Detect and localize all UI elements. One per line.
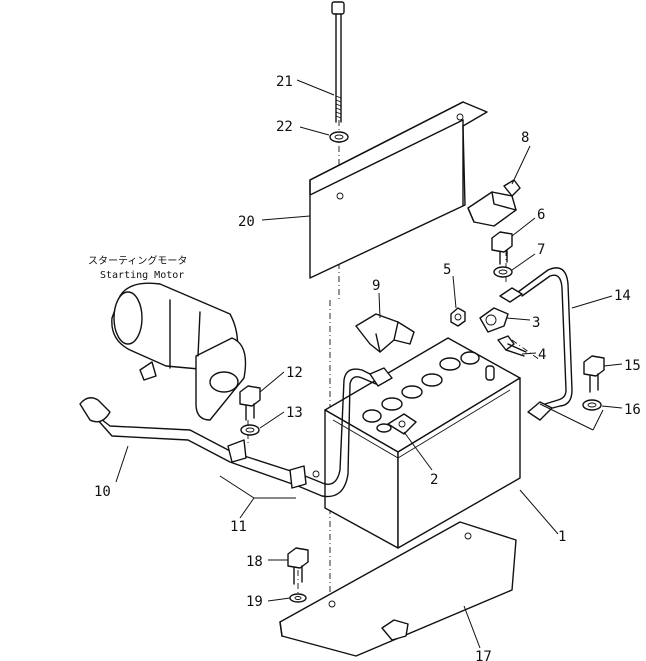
callout-2: 2 <box>430 472 438 488</box>
washer-top <box>329 131 349 143</box>
terminal-cover-8 <box>467 179 521 227</box>
callout-6: 6 <box>537 207 545 223</box>
battery-1 <box>324 337 521 549</box>
callout-3: 3 <box>532 315 540 331</box>
washer-19 <box>289 593 307 603</box>
callout-5: 5 <box>443 262 451 278</box>
bracket-plate <box>309 101 488 279</box>
leader-lines <box>115 79 623 649</box>
washer-16 <box>582 399 602 411</box>
callout-22: 22 <box>276 119 293 135</box>
callout-10: 10 <box>94 484 111 500</box>
terminal-clamp-3 <box>479 307 509 333</box>
callout-16: 16 <box>624 402 641 418</box>
caption-japanese: スターティングモータ <box>88 254 187 267</box>
washer-7 <box>493 266 513 278</box>
base-plate-17 <box>279 521 517 657</box>
callout-14: 14 <box>614 288 631 304</box>
bolt-12 <box>239 385 261 421</box>
bolt-18 <box>287 547 309 585</box>
callout-12: 12 <box>286 365 303 381</box>
bolt-15 <box>583 355 605 393</box>
nut-5 <box>450 307 466 327</box>
callout-7: 7 <box>537 242 545 258</box>
callout-21: 21 <box>276 74 293 90</box>
long-bolt <box>331 1 345 123</box>
callout-20: 20 <box>238 214 255 230</box>
callout-11: 11 <box>230 519 247 535</box>
terminal-cover-9 <box>355 313 415 353</box>
washer-13 <box>240 424 260 436</box>
terminal-clamp-2 <box>387 413 417 435</box>
bolt-6 <box>491 231 513 265</box>
callout-4: 4 <box>538 347 546 363</box>
callout-8: 8 <box>521 130 529 146</box>
bolt-4 <box>497 335 527 357</box>
callout-9: 9 <box>372 278 380 294</box>
callout-15: 15 <box>624 358 641 374</box>
callout-1: 1 <box>558 529 566 545</box>
callout-17: 17 <box>475 649 492 661</box>
caption-english: Starting Motor <box>100 270 184 281</box>
starter-cable-10 <box>79 367 393 498</box>
callout-18: 18 <box>246 554 263 570</box>
callout-19: 19 <box>246 594 263 610</box>
starting-motor <box>111 282 247 421</box>
callout-13: 13 <box>286 405 303 421</box>
